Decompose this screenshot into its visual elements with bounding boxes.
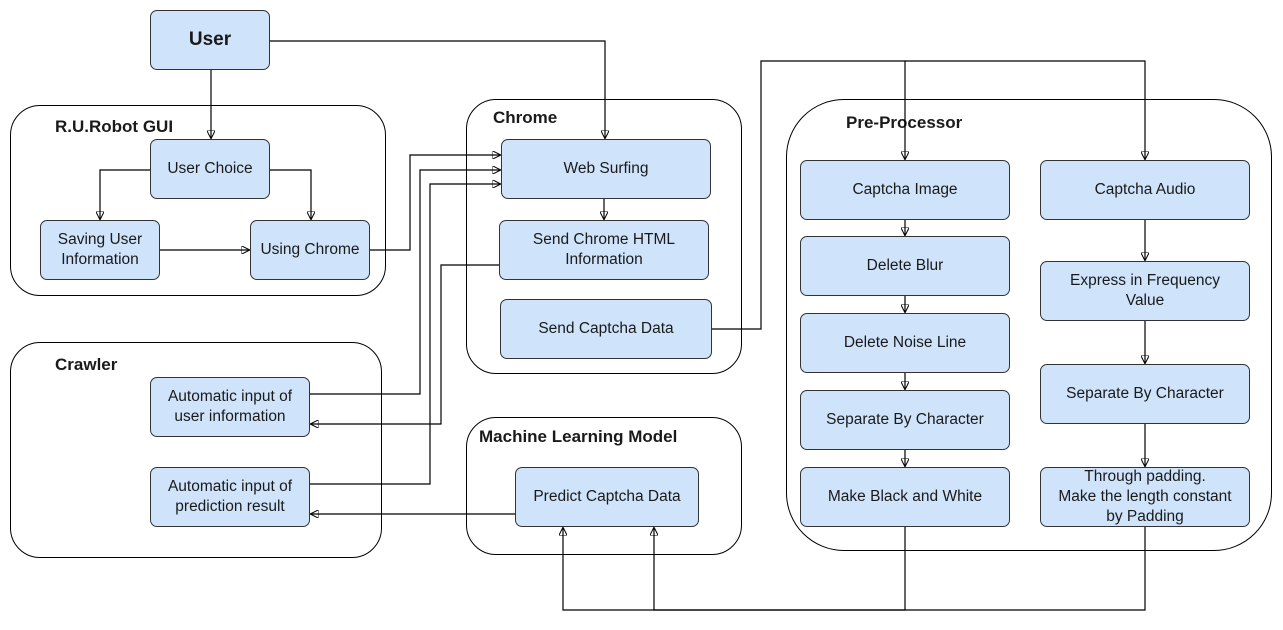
node-auto-input-prediction-result: Automatic input of prediction result (150, 467, 310, 527)
node-separate-by-character-image: Separate By Character (800, 390, 1010, 450)
node-captcha-image: Captcha Image (800, 160, 1010, 220)
node-padding: Through padding. Make the length constan… (1040, 467, 1250, 527)
node-saving-user-information: Saving User Information (40, 220, 160, 280)
group-title-ru-robot-gui: R.U.Robot GUI (55, 117, 174, 136)
node-web-surfing: Web Surfing (501, 139, 711, 199)
node-delete-noise-line: Delete Noise Line (800, 313, 1010, 373)
node-delete-blur: Delete Blur (800, 236, 1010, 296)
node-make-black-and-white: Make Black and White (800, 467, 1010, 527)
node-send-chrome-html: Send Chrome HTML Information (499, 220, 709, 280)
node-captcha-audio: Captcha Audio (1040, 160, 1250, 220)
node-user: User (150, 10, 270, 70)
node-separate-by-character-audio: Separate By Character (1040, 364, 1250, 424)
group-title-crawler: Crawler (55, 355, 118, 374)
node-express-in-frequency-value: Express in Frequency Value (1040, 261, 1250, 321)
group-title-machine-learning-model: Machine Learning Model (479, 427, 678, 446)
node-predict-captcha-data: Predict Captcha Data (515, 467, 699, 527)
group-title-pre-processor: Pre-Processor (846, 113, 963, 132)
node-user-choice: User Choice (150, 139, 270, 199)
node-auto-input-user-information: Automatic input of user information (150, 377, 310, 437)
group-title-chrome: Chrome (493, 108, 558, 127)
node-using-chrome: Using Chrome (250, 220, 370, 280)
node-send-captcha-data: Send Captcha Data (500, 299, 712, 359)
